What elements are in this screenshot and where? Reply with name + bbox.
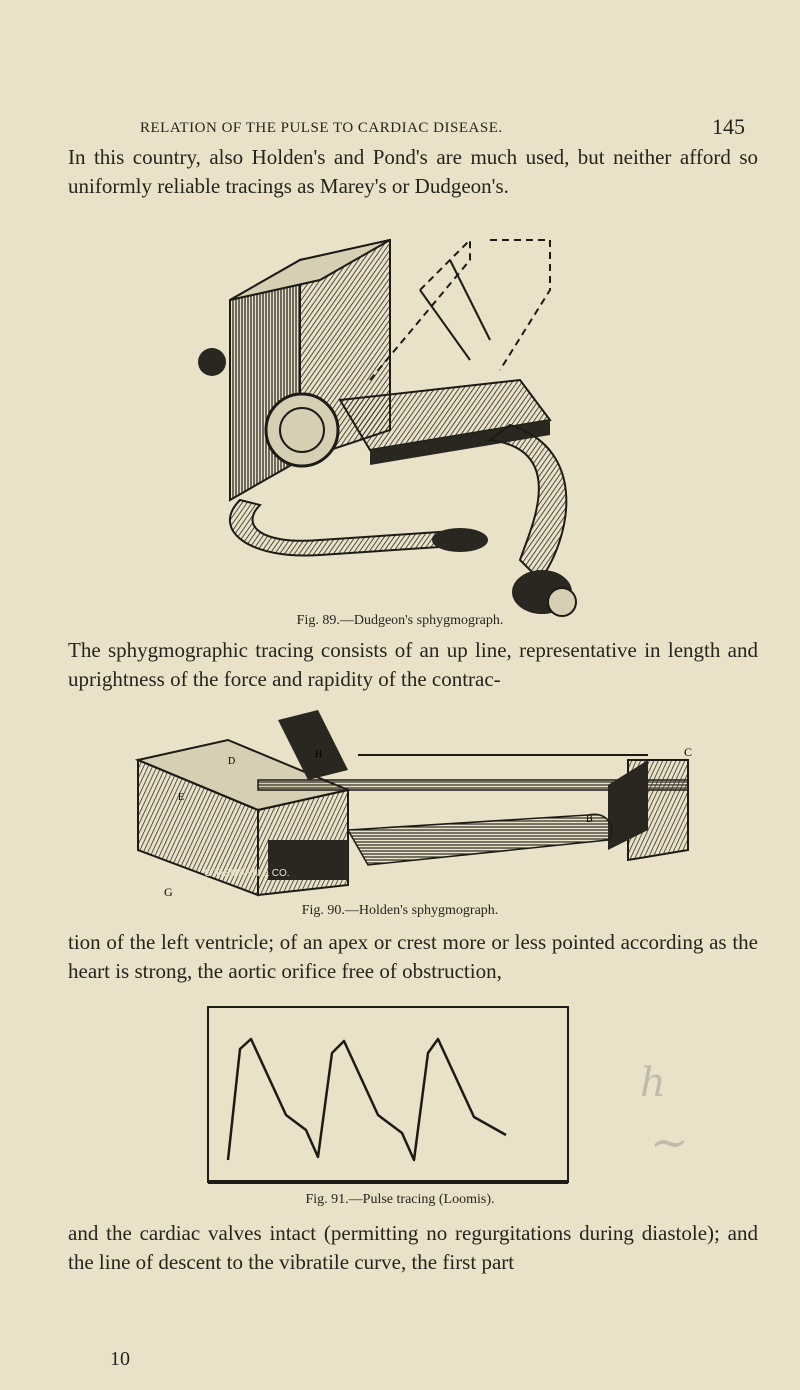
- pulse-tracing-figure: [207, 1006, 569, 1184]
- signature-mark: 10: [110, 1348, 130, 1370]
- fig90-letter-e: E: [178, 792, 184, 803]
- fig90-letter-d: D: [228, 756, 235, 767]
- fig89-caption: Fig. 89.—Dudgeon's sphygmograph.: [296, 613, 504, 628]
- page-number: 145: [712, 114, 745, 139]
- paragraph-2: The sphygmographic tracing consists of a…: [68, 638, 758, 691]
- fig90-letter-b: B: [586, 814, 593, 825]
- paragraph-3: tion of the left ventricle; of an apex o…: [68, 930, 758, 983]
- holden-sphygmograph-illustration: G.TIEMANN & CO. H D E C B G: [134, 710, 692, 899]
- paragraph-4: and the cardiac valves intact (permittin…: [68, 1221, 758, 1274]
- dudgeon-sphygmograph-illustration: [198, 237, 577, 617]
- fig90-caption: Fig. 90.—Holden's sphygmograph.: [301, 903, 499, 918]
- fig90-letter-g: G: [164, 885, 173, 899]
- pulse-tracing-line: [226, 1037, 507, 1162]
- fig91-caption: Fig. 91.—Pulse tracing (Loomis).: [305, 1192, 495, 1207]
- paragraph-1: In this country, also Holden's and Pond'…: [68, 145, 758, 198]
- tracing-frame: [207, 1006, 569, 1183]
- running-title: RELATION OF THE PULSE TO CARDIAC DISEASE…: [140, 120, 503, 136]
- pencil-mark: ~: [650, 1115, 689, 1169]
- fig90-letter-c: C: [684, 745, 692, 759]
- fig90-letter-h: H: [315, 749, 322, 760]
- fig90-maker-label: G.TIEMANN & CO.: [204, 868, 290, 879]
- pencil-mark: h: [640, 1060, 666, 1106]
